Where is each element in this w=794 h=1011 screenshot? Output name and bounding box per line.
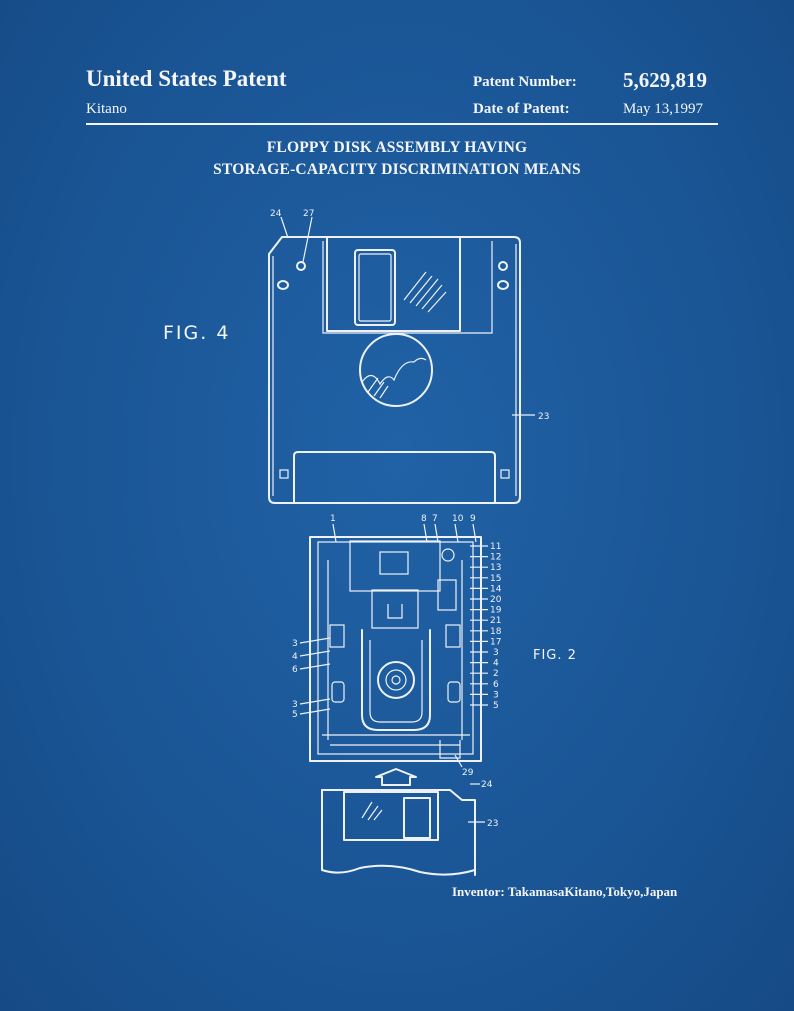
fig2-ref-top-10: 10 [452,514,464,524]
fig2-leader-line [299,650,331,657]
fig2-leader-line [472,523,477,543]
fig2-ref-right-15: 15 [490,574,501,584]
fig4-ref-24: 24 [270,209,282,219]
fig2-ref-left-6: 6 [292,665,298,675]
fig2-ref-right-11: 11 [490,542,501,552]
fig4-ref-23: 23 [538,412,549,422]
fig2-leader-line [299,637,331,644]
date-of-patent: May 13,1997 [623,101,703,117]
date-of-patent-label: Date of Patent: [473,101,570,117]
inventor-surname: Kitano [86,101,127,117]
fig2-ref-bottom-29: 29 [462,768,474,778]
fig2-ref-right-21: 21 [490,616,501,626]
fig2-leader-line [299,708,331,715]
insert-ref-24: 24 [481,780,493,790]
fig2-ref-right-13: 13 [490,563,501,573]
inventor-line: Inventor: TakamasaKitano,Tokyo,Japan [452,884,678,899]
fig2-leader-line [299,663,331,670]
invention-title-line-1: FLOPPY DISK ASSEMBLY HAVING [266,139,528,156]
fig2-ref-left-3: 3 [292,639,298,649]
fig2-ref-left-3: 3 [292,700,298,710]
fig2-ref-top-9: 9 [470,514,476,524]
fig2-ref-right-20: 20 [490,595,502,605]
insert-ref-23: 23 [487,819,498,829]
fig2-ref-right-18: 18 [490,627,502,637]
fig-4-floppy-disk: 24 27 23 [268,209,549,504]
fig2-ref-right-19: 19 [490,606,502,616]
header-rule [86,123,718,125]
fig2-ref-left-5: 5 [292,710,298,720]
patent-heading: United States Patent [86,66,287,91]
fig2-leader-line [299,698,331,705]
fig2-leader-line [423,523,428,543]
fig2-leader-line [434,523,439,543]
fig-insert-disk: 24 23 [321,780,498,876]
fig4-ref-27: 27 [303,209,314,219]
fig2-ref-top-7: 7 [432,514,438,524]
fig2-ref-right-12: 12 [490,553,501,563]
fig2-ref-right-14: 14 [490,584,502,594]
fig2-leader-line [454,754,463,768]
fig-2-label: FIG. 2 [533,648,577,663]
fig2-ref-right-2: 2 [493,669,499,679]
fig2-ref-left-4: 4 [292,652,298,662]
fig2-leader-line [332,523,337,543]
fig-4-label: FIG. 4 [163,322,231,344]
fig2-ref-top-8: 8 [421,514,427,524]
patent-number: 5,629,819 [623,68,707,92]
fig2-ref-right-4: 4 [493,659,499,669]
fig2-ref-right-3: 3 [493,648,499,658]
patent-number-label: Patent Number: [473,74,577,90]
fig2-ref-right-6: 6 [493,680,499,690]
invention-title-line-2: STORAGE-CAPACITY DISCRIMINATION MEANS [213,161,581,178]
fig2-ref-right-3: 3 [493,690,499,700]
insertion-arrow-icon [375,768,417,786]
fig2-ref-top-1: 1 [330,514,336,524]
fig2-ref-right-17: 17 [490,637,501,647]
fig2-ref-right-5: 5 [493,701,499,711]
fig2-leader-line [454,523,459,543]
